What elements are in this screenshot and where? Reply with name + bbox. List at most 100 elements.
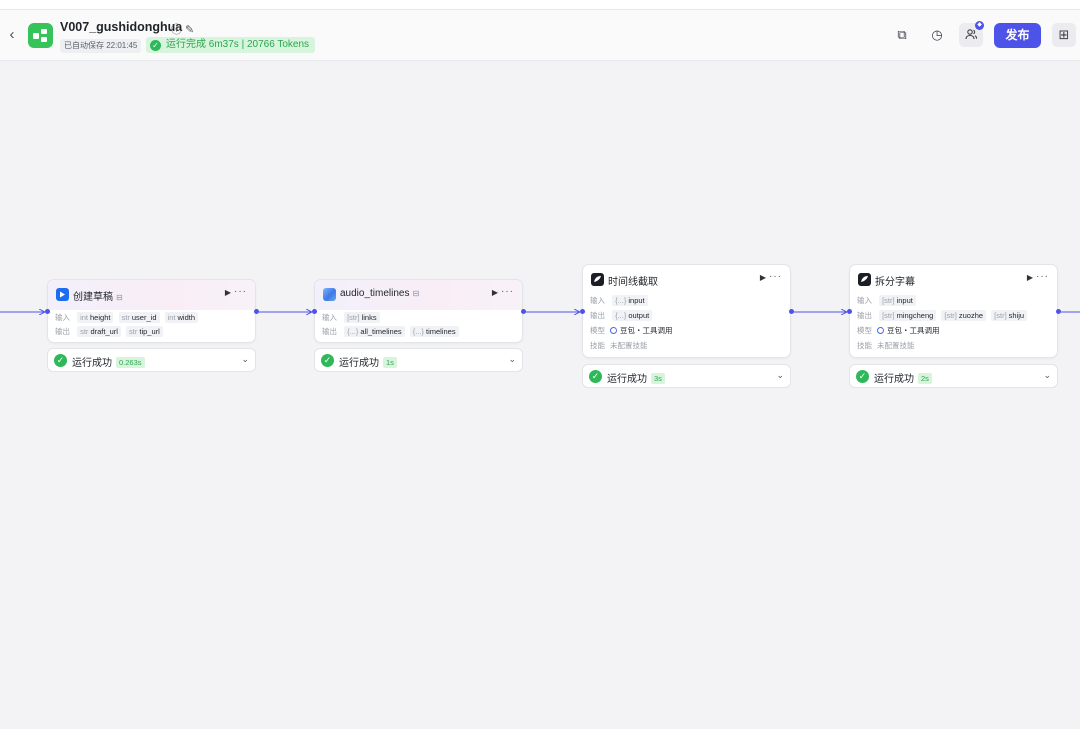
- copy-icon[interactable]: ⧉: [897, 27, 907, 42]
- skills-row: 技能未配置技能: [857, 341, 915, 350]
- more-icon[interactable]: ···: [769, 271, 782, 282]
- check-icon: ✓: [589, 370, 602, 383]
- duration-badge: 1s: [383, 357, 397, 368]
- node-title: 时间线截取: [608, 277, 658, 288]
- param-chip: {...}input: [612, 295, 648, 306]
- doubao-icon: [610, 327, 617, 334]
- node-run-status[interactable]: ✓ 运行成功 1s ⌄: [314, 348, 523, 372]
- model-row: 模型豆包・工具调用: [590, 326, 673, 335]
- model-row: 模型豆包・工具调用: [857, 326, 940, 335]
- duration-badge: 0.263s: [116, 357, 145, 368]
- status-text: 运行成功: [874, 374, 914, 385]
- input-port[interactable]: [312, 309, 317, 314]
- output-row: 输出 {...}output: [590, 310, 655, 321]
- chevron-down-icon[interactable]: ⌄: [776, 370, 784, 380]
- edges-layer: [0, 62, 1080, 729]
- input-port[interactable]: [580, 309, 585, 314]
- input-port[interactable]: [45, 309, 50, 314]
- llm-icon: [591, 273, 604, 286]
- node-header: 时间线截取 ▶ ···: [583, 265, 790, 295]
- node-run-status[interactable]: ✓ 运行成功 0.263s ⌄: [47, 348, 256, 372]
- play-icon[interactable]: ▶: [759, 273, 766, 282]
- chevron-down-icon[interactable]: ⌄: [508, 354, 516, 364]
- output-port[interactable]: [521, 309, 526, 314]
- status-text: 运行成功: [607, 374, 647, 385]
- status-text: 运行成功: [72, 358, 112, 369]
- run-status-text: 运行完成 6m37s | 20766 Tokens: [166, 39, 310, 50]
- play-icon[interactable]: ▶: [224, 288, 231, 297]
- input-port[interactable]: [847, 309, 852, 314]
- node-run-status[interactable]: ✓ 运行成功 3s ⌄: [582, 364, 791, 388]
- param-chip: {...}all_timelines: [344, 326, 405, 337]
- more-icon[interactable]: ···: [1036, 271, 1049, 282]
- play-icon[interactable]: ▶: [491, 288, 498, 297]
- plugin-image-icon: [323, 288, 336, 301]
- output-row: 输出 [str]mingcheng [str]zuozhe [str]shiju: [857, 310, 1030, 321]
- param-chip: [str]zuozhe: [941, 310, 987, 321]
- autosave-label: 已自动保存 22:01:45: [60, 39, 142, 53]
- node-header: 拆分字幕 ▶ ···: [850, 265, 1057, 295]
- param-chip: [str]links: [344, 312, 380, 323]
- top-strip: [0, 0, 1080, 10]
- title-actions: ⓘ✎: [171, 21, 197, 37]
- check-icon: ✓: [54, 354, 67, 367]
- llm-icon: [858, 273, 871, 286]
- input-row: 输入 [str]links: [322, 312, 383, 323]
- check-icon: ✓: [321, 354, 334, 367]
- check-icon: ✓: [856, 370, 869, 383]
- output-port[interactable]: [1056, 309, 1061, 314]
- doc-icon[interactable]: ⊟: [116, 293, 123, 302]
- chevron-down-icon[interactable]: ⌄: [241, 354, 249, 364]
- input-row: 输入 [str]input: [857, 295, 919, 306]
- workflow-title: V007_gushidonghua: [60, 20, 183, 34]
- video-editor-icon: [56, 288, 69, 301]
- node-header: 创建草稿⊟ ▶ ···: [48, 280, 255, 310]
- output-port[interactable]: [254, 309, 259, 314]
- edit-icon[interactable]: ✎: [185, 24, 195, 36]
- play-icon[interactable]: ▶: [1026, 273, 1033, 282]
- panel-icon[interactable]: ⊞: [1052, 23, 1076, 47]
- duration-badge: 3s: [651, 373, 665, 384]
- history-icon[interactable]: ◷: [931, 27, 943, 42]
- param-chip: [str]shiju: [991, 310, 1028, 321]
- check-icon: ✓: [150, 40, 161, 51]
- diamond-icon: ◆: [975, 21, 984, 30]
- workflow-icon: [28, 23, 53, 48]
- info-icon[interactable]: ⓘ: [171, 24, 182, 36]
- node-title: audio_timelines: [340, 288, 410, 299]
- run-status-badge: ✓ 运行完成 6m37s | 20766 Tokens: [146, 37, 316, 53]
- more-icon[interactable]: ···: [501, 286, 514, 297]
- doubao-icon: [877, 327, 884, 334]
- node-timeline-cut[interactable]: 时间线截取 ▶ ··· 输入 {...}input 输出 {...}output…: [582, 264, 791, 358]
- chevron-down-icon[interactable]: ⌄: [1043, 370, 1051, 380]
- more-icon[interactable]: ···: [234, 286, 247, 297]
- users-icon[interactable]: ◆: [959, 21, 984, 47]
- node-audio-timelines[interactable]: audio_timelines⊟ ▶ ··· 输入 [str]links 输出 …: [314, 279, 523, 343]
- node-split-subtitles[interactable]: 拆分字幕 ▶ ··· 输入 [str]input 输出 [str]mingche…: [849, 264, 1058, 358]
- doc-icon[interactable]: ⊟: [412, 289, 420, 298]
- param-chip: {...}timelines: [409, 326, 459, 337]
- duration-badge: 2s: [918, 373, 932, 384]
- output-row: 输出 {...}all_timelines {...}timelines: [322, 326, 462, 337]
- back-button[interactable]: ‹: [9, 26, 15, 43]
- node-run-status[interactable]: ✓ 运行成功 2s ⌄: [849, 364, 1058, 388]
- status-text: 运行成功: [339, 358, 379, 369]
- input-row: 输入 {...}input: [590, 295, 651, 306]
- skills-row: 技能未配置技能: [590, 341, 648, 350]
- param-chip: {...}output: [612, 310, 653, 321]
- param-chip: [str]mingcheng: [879, 310, 937, 321]
- publish-button[interactable]: 发布: [994, 23, 1041, 48]
- param-chip: [str]input: [879, 295, 916, 306]
- output-port[interactable]: [789, 309, 794, 314]
- node-title: 创建草稿: [73, 292, 113, 303]
- workflow-header: ‹ V007_gushidonghua ⓘ✎ 已自动保存 22:01:45 ✓ 运…: [0, 10, 1080, 61]
